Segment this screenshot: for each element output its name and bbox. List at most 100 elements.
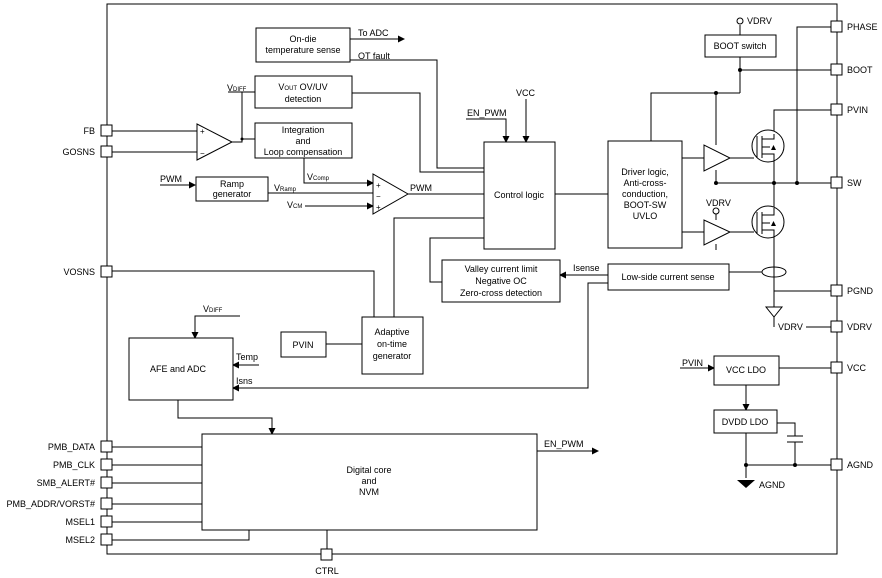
low-side-sense-block [607,263,730,291]
digital-core-line1: Digital core [346,465,391,475]
pin-pmb-data [100,440,113,453]
adaptive-line1: Adaptive [374,327,409,337]
label-pgnd: PGND [847,286,874,296]
adaptive-line2: on-time [377,339,407,349]
valley-line3: Zero-cross detection [460,288,542,298]
pin-vdrv [830,320,843,333]
pin-phase [830,20,843,33]
label-boot: BOOT [847,65,873,75]
label-gosns: GOSNS [62,147,95,157]
adaptive-line3: generator [373,351,412,361]
boot-switch-block [704,34,777,58]
vcm-label: VCM [287,200,302,210]
block-labels: On-die temperature sense VOUT OV/UV dete… [150,34,768,497]
digital-core-line2: and [361,476,376,486]
svg-text:−: − [376,192,381,201]
adaptive-on-time-block [361,316,424,375]
valley-line1: Valley current limit [465,264,538,274]
valley-limit-block [441,259,561,303]
ramp-line1: Ramp [220,179,244,189]
high-side-mosfet-icon [751,129,785,180]
pin-vcc [830,361,843,374]
vdrv-mid-node-icon [712,207,720,215]
driver-line1: Driver logic, [621,167,669,177]
pin-ctrl [320,548,333,561]
control-logic-label: Control logic [494,190,545,200]
pvin-block [280,331,327,358]
pwm-out-label: PWM [410,183,432,193]
driver-logic-block [607,140,683,249]
ramp-line2: generator [213,189,252,199]
low-side-buffer [703,219,732,246]
label-phase: PHASE [847,22,878,32]
vcc-in-label: VCC [516,88,536,98]
vcc-ldo-block [713,355,780,386]
boot-switch-label: BOOT switch [714,41,767,51]
pin-pmb-clk [100,458,113,471]
pin-msel2 [100,533,113,546]
svg-text:+: + [200,127,205,136]
driver-line3: conduction, [622,189,668,199]
vdiff-label: VDIFF [227,83,247,93]
temp-sense-line2: temperature sense [265,45,340,55]
blocks [128,27,780,531]
ground-triangle-icon [764,306,784,318]
isns-label: Isns [236,376,253,386]
wires [112,25,836,549]
ovuv-block [254,75,353,109]
agnd-symbol-label: AGND [759,480,786,490]
vdrv-mid-label: VDRV [706,198,731,208]
label-pmb-data: PMB_DATA [48,442,95,452]
pin-labels: FB GOSNS VOSNS PMB_DATA PMB_CLK SMB_ALER… [6,22,877,576]
label-fb: FB [83,126,95,136]
pin-gosns [100,145,113,158]
temp-label: Temp [236,352,258,362]
temp-sense-block [255,27,351,63]
pins [100,20,843,561]
valley-line2: Negative OC [475,276,527,286]
driver-line4: BOOT-SW [624,200,667,210]
driver-line5: UVLO [633,211,658,221]
low-side-sense-label: Low-side current sense [621,272,714,282]
signal-labels: To ADC OT fault VDIFF EN_PWM VCC VDRV VD… [160,16,803,490]
pin-vosns [100,265,113,278]
vdrv-gnd-label: VDRV [778,322,803,332]
pin-pvin [830,103,843,116]
label-pvin: PVIN [847,105,868,115]
afe-adc-label: AFE and ADC [150,364,207,374]
vdrv-top-node-icon [736,17,744,25]
label-sw: SW [847,178,862,188]
dvdd-ldo-block [713,409,778,434]
to-adc-label: To ADC [358,28,389,38]
pin-msel1 [100,515,113,528]
error-amplifier [196,123,234,161]
pvin-ldo-label: PVIN [682,358,703,368]
low-side-mosfet-icon [751,205,785,255]
vdrv-top-label: VDRV [747,16,772,26]
pwm-in-label: PWM [160,174,182,184]
en-pwm-in-label: EN_PWM [467,108,507,118]
pin-pgnd [830,284,843,297]
ramp-generator-block [195,176,269,202]
high-side-buffer [703,144,732,172]
digital-core-block [201,433,538,531]
junction-dots [240,68,799,467]
label-smb-alert: SMB_ALERT# [37,478,95,488]
afe-adc-block [128,337,234,401]
pvin-box-label: PVIN [292,340,313,350]
ovuv-line1: VOUT OV/UV [278,82,327,92]
en-pwm-out-label: EN_PWM [544,439,584,449]
label-vosns: VOSNS [63,267,95,277]
amplifiers: + − + − + [196,123,732,246]
digital-core-line3: NVM [359,487,379,497]
control-logic-block [483,141,556,250]
label-msel1: MSEL1 [65,517,95,527]
vcomp-label: VComp [307,172,330,182]
capacitor-icon [787,435,803,443]
pin-boot [830,63,843,76]
svg-text:+: + [376,203,381,212]
svg-text:+: + [376,181,381,190]
temp-sense-line1: On-die [289,34,316,44]
